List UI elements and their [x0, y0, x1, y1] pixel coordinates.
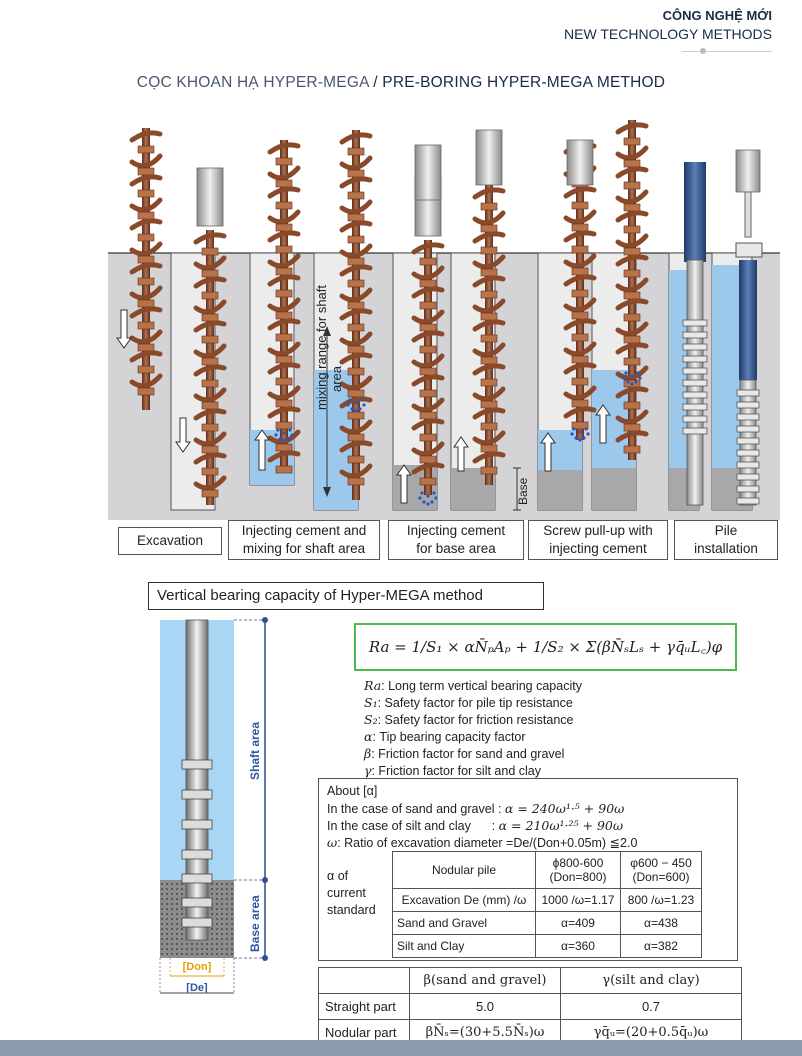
- don-label: [Don]: [183, 961, 212, 973]
- about-omega: ω: Ratio of excavation diameter =De/(Don…: [327, 835, 638, 850]
- about-alpha-box: [318, 778, 738, 961]
- pile: [735, 149, 763, 506]
- step-excavation: Excavation: [118, 527, 222, 555]
- table-cell: φ600 − 450(Don=600): [620, 851, 702, 889]
- pile-node: [181, 849, 213, 860]
- legend-symbol: γ: [364, 763, 372, 778]
- legend-text: : Tip bearing capacity factor: [372, 730, 526, 744]
- legend-item: β: Friction factor for sand and gravel: [364, 746, 564, 761]
- alpha-table: Nodular pile ϕ800-600(Don=800) φ600 − 45…: [392, 851, 702, 958]
- legend-item: γ: Friction factor for silt and clay: [364, 763, 541, 778]
- pile-node: [181, 819, 213, 830]
- drive-cap: [475, 129, 503, 186]
- down-arrow-icon: [116, 309, 132, 349]
- pile-body: [185, 619, 209, 941]
- table-row: Excavation De (mm) /ω 1000 /ω=1.17 800 /…: [392, 888, 702, 912]
- table-row: β(sand and gravel) γ(silt and clay): [318, 967, 742, 994]
- header-vn-title: CÔNG NGHỆ MỚI: [662, 8, 772, 23]
- table-row: Sand and Gravel α=409 α=438: [392, 911, 702, 935]
- auger: [267, 140, 301, 474]
- auger: [129, 128, 163, 410]
- drive-cap: [414, 144, 442, 201]
- base-label: Base: [516, 477, 530, 505]
- page-title: CỌC KHOAN HẠ HYPER-MEGA / PRE-BORING HYP…: [0, 74, 802, 92]
- pile-node: [181, 789, 213, 800]
- legend-item: Ra: Long term vertical bearing capacity: [364, 678, 582, 693]
- table-row: Silt and Clay α=360 α=382: [392, 934, 702, 958]
- header-en-title: NEW TECHNOLOGY METHODS: [564, 26, 772, 42]
- header-divider-dot: [700, 48, 706, 54]
- legend-text: : Safety factor for pile tip resistance: [377, 696, 573, 710]
- auger: [472, 185, 506, 485]
- bearing-section-title: Vertical bearing capacity of Hyper-MEGA …: [148, 582, 544, 610]
- legend-item: α: Tip bearing capacity factor: [364, 729, 526, 744]
- about-sand-gravel: In the case of sand and gravel : α = 240…: [327, 801, 625, 816]
- augers: [129, 120, 649, 505]
- title-en: PRE-BORING HYPER-MEGA METHOD: [382, 74, 666, 91]
- process-diagram: mixing range for shaft area Base: [108, 120, 780, 520]
- shaft-area-label: Shaft area: [248, 722, 262, 780]
- alpha-row-label: α of current standard: [327, 869, 376, 917]
- mixing-range-label-1: mixing range for shaft: [314, 285, 329, 410]
- table-row: Straight part 5.0 0.7: [318, 993, 742, 1020]
- legend-item: S₂: Safety factor for friction resistanc…: [364, 712, 574, 727]
- legend-item: S₁: Safety factor for pile tip resistanc…: [364, 695, 573, 710]
- mixing-range-label-2: area: [329, 365, 344, 392]
- soil-area: [108, 253, 780, 520]
- cement-spray: [346, 398, 366, 413]
- up-arrow-icon: [396, 464, 412, 504]
- pile-node: [181, 917, 213, 928]
- legend-text: : Safety factor for friction resistance: [377, 713, 574, 727]
- pile-node: [181, 873, 213, 884]
- diagram-extras: [116, 129, 763, 511]
- about-heading: About [α]: [327, 784, 378, 798]
- legend-symbol: β: [364, 746, 372, 761]
- cement-spray: [622, 371, 642, 386]
- about-silt-clay: In the case of silt and clay : α = 210ω¹…: [327, 818, 624, 833]
- pile: [682, 162, 708, 506]
- up-arrow-icon: [595, 404, 611, 444]
- footer-bar: [0, 1040, 802, 1056]
- legend-symbol: α: [364, 729, 373, 744]
- drive-cap: [196, 167, 224, 227]
- cement-spray: [274, 428, 294, 443]
- drive-cap: [566, 139, 594, 186]
- friction-table: β(sand and gravel) γ(silt and clay) Stra…: [318, 967, 742, 1046]
- pile-nodes: [181, 759, 213, 928]
- table-cell: ϕ800-600(Don=800): [535, 851, 621, 889]
- cement-spray: [570, 427, 590, 442]
- up-arrow-icon: [540, 432, 556, 472]
- legend-symbol: S₁: [364, 695, 378, 710]
- legend-text: : Long term vertical bearing capacity: [381, 679, 582, 693]
- auger: [411, 177, 445, 495]
- pile-section-diagram: Shaft area Base area [Don] [De]: [159, 617, 268, 994]
- title-separator: /: [368, 74, 383, 91]
- base-area-label: Base area: [248, 895, 262, 952]
- auger: [193, 167, 227, 505]
- down-arrow-icon: [175, 417, 191, 453]
- bearing-formula: Ra = 1/S₁ × αN̄ₚAₚ + 1/S₂ × Σ(βN̄ₛLₛ + γ…: [354, 623, 737, 671]
- cement-spray: [418, 491, 438, 506]
- legend-symbol: S₂: [364, 712, 378, 727]
- pile-node: [181, 759, 213, 770]
- legend-symbol: Ra: [364, 678, 382, 693]
- base-zone: [592, 468, 636, 510]
- header-divider: [682, 51, 772, 52]
- pile-node: [181, 897, 213, 908]
- title-vn: CỌC KHOAN HẠ HYPER-MEGA: [136, 74, 369, 91]
- legend-text: : Friction factor for sand and gravel: [371, 747, 565, 761]
- up-arrow-icon: [254, 429, 270, 471]
- de-label: [De]: [186, 982, 208, 994]
- legend-text: : Friction factor for silt and clay: [371, 764, 541, 778]
- up-arrow-icon: [453, 436, 469, 472]
- base-zone: [538, 470, 582, 510]
- auger: [339, 130, 373, 500]
- table-row: Nodular pile ϕ800-600(Don=800) φ600 − 45…: [392, 851, 702, 889]
